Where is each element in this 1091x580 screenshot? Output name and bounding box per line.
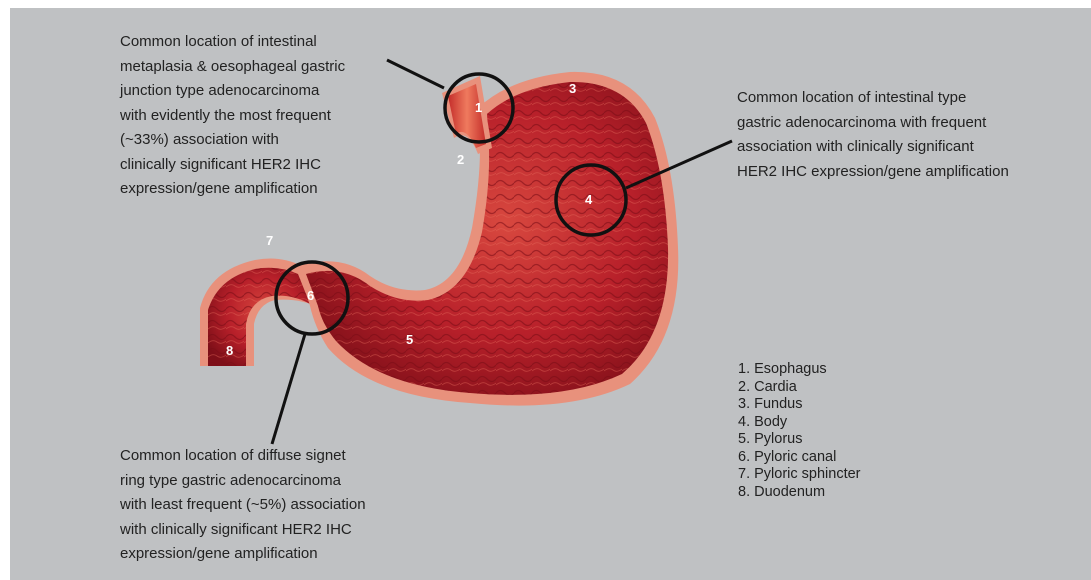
legend-item: 1. Esophagus (738, 361, 861, 379)
caption-line: expression/gene amplification (120, 177, 345, 202)
caption-line: ring type gastric adenocarcinoma (120, 469, 366, 494)
legend-item: 5. Pylorus (738, 431, 861, 449)
caption-line: clinically significant HER2 IHC (120, 153, 345, 178)
caption-line: (~33%) association with (120, 128, 345, 153)
caption-line: Common location of intestinal type (737, 86, 1009, 111)
region-number: 1 (475, 100, 482, 115)
legend-item: 2. Cardia (738, 379, 861, 397)
callout-line-top (387, 60, 444, 88)
caption-esophageal-junction: Common location of intestinal metaplasia… (120, 30, 345, 202)
caption-line: with evidently the most frequent (120, 104, 345, 129)
caption-line: with clinically significant HER2 IHC (120, 518, 366, 543)
legend-item: 8. Duodenum (738, 484, 861, 502)
caption-line: with least frequent (~5%) association (120, 493, 366, 518)
legend-item: 6. Pyloric canal (738, 449, 861, 467)
caption-line: gastric adenocarcinoma with frequent (737, 111, 1009, 136)
caption-line: Common location of diffuse signet (120, 444, 366, 469)
caption-diffuse-signet-ring: Common location of diffuse signet ring t… (120, 444, 366, 567)
caption-line: Common location of intestinal (120, 30, 345, 55)
anatomy-legend: 1. Esophagus 2. Cardia 3. Fundus 4. Body… (738, 361, 861, 501)
legend-item: 4. Body (738, 414, 861, 432)
region-number: 7 (266, 233, 273, 248)
callout-line-bottom (272, 334, 305, 444)
caption-intestinal-type: Common location of intestinal type gastr… (737, 86, 1009, 184)
caption-line: HER2 IHC expression/gene amplification (737, 160, 1009, 185)
caption-line: association with clinically significant (737, 135, 1009, 160)
legend-item: 3. Fundus (738, 396, 861, 414)
region-number: 2 (457, 152, 464, 167)
region-number: 3 (569, 81, 576, 96)
legend-item: 7. Pyloric sphincter (738, 466, 861, 484)
region-number: 6 (307, 288, 314, 303)
caption-line: metaplasia & oesophageal gastric (120, 55, 345, 80)
region-number: 5 (406, 332, 413, 347)
caption-line: junction type adenocarcinoma (120, 79, 345, 104)
diagram-canvas: 1 2 3 4 5 6 7 8 Common location of intes… (10, 8, 1091, 580)
region-number: 4 (585, 192, 593, 207)
stomach-shape (298, 72, 678, 406)
caption-line: expression/gene amplification (120, 542, 366, 567)
region-number: 8 (226, 343, 233, 358)
